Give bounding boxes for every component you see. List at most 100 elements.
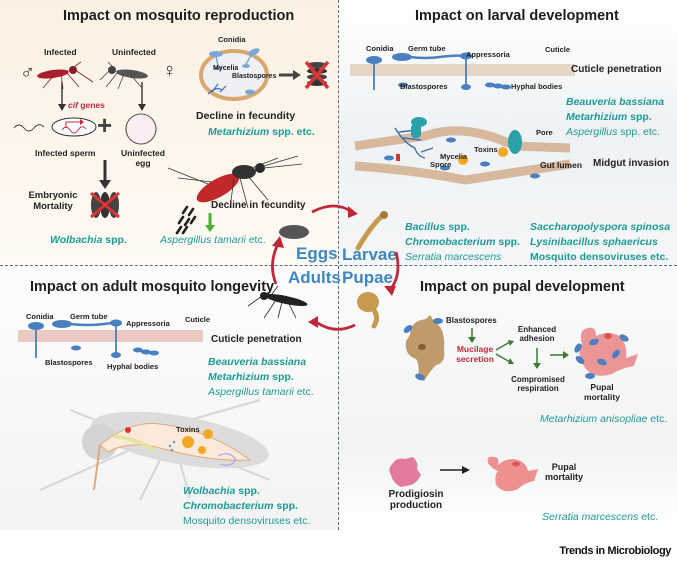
crossed-embryo-icon <box>90 191 120 219</box>
stage-pupae-label: Pupae <box>342 268 394 287</box>
adult-other-list: Wolbachia spp. Chromobacterium spp. Mosq… <box>183 484 310 529</box>
arrow-down-thick-icon <box>99 160 111 189</box>
cuticle-label: Cuticle <box>545 45 571 54</box>
pupa-icon <box>357 292 380 329</box>
dead-pupa-icon <box>574 327 638 379</box>
metarhizium-italic: Metarhizium anisopliae <box>540 413 648 425</box>
organism-rest: spp. etc. <box>617 126 660 138</box>
organism-rest: spp. <box>269 371 294 383</box>
organism-italic: Bacillus <box>405 221 446 233</box>
midgut-invasion-label: Midgut invasion <box>593 158 670 169</box>
green-arrow-down-icon <box>205 213 215 232</box>
compromised-respiration-label: Compromised respiration <box>506 375 570 393</box>
adults-to-eggs-arrow <box>271 243 280 285</box>
aspergillus-tamarii-label: Aspergillus tamarii etc. <box>160 233 266 248</box>
cuticle-penetration-label: Cuticle penetration <box>211 334 302 345</box>
blastospores-label: Blastospores <box>45 358 93 367</box>
midgut-invasion-diagram <box>354 117 571 185</box>
pore-label: Pore <box>536 128 553 137</box>
infected-label: Infected <box>44 47 77 57</box>
adult-mosquito-icon <box>247 285 308 319</box>
infected-male-mosquito-icon <box>37 61 94 90</box>
prodigiosin-line2: production <box>389 500 443 511</box>
metarhizium-rest: spp. etc. <box>269 126 315 138</box>
plus-sign: + <box>97 110 113 140</box>
organism-item: Metarhizium spp. <box>566 110 664 125</box>
quadrant-adult <box>0 265 338 530</box>
crossed-egg-raft-icon <box>304 60 330 90</box>
organism-italic: Metarhizium <box>208 371 270 383</box>
hyphal-bodies-label: Hyphal bodies <box>107 362 159 371</box>
organism-item: Mosquito densoviruses etc. <box>183 514 310 529</box>
stage-eggs-label: Eggs <box>296 244 338 263</box>
larva-icon <box>355 211 388 251</box>
organism-item: Beauveria bassiana <box>566 95 664 110</box>
mucilage-line1: Mucilage <box>456 344 494 354</box>
uninfected-egg-icon <box>125 113 157 145</box>
prodigiosin-production-label: Prodigiosin production <box>384 489 448 511</box>
quadrant-larval <box>338 0 677 265</box>
infected-sperm-icon <box>13 117 97 137</box>
larval-bacteria-list-right: Saccharopolyspora spinosa Lysinibacillus… <box>530 220 670 265</box>
organism-item: Bacillus spp. <box>405 220 520 235</box>
journal-footer: Trends in Microbiology <box>559 545 671 557</box>
organism-item: Aspergillus tamarii etc. <box>208 385 314 400</box>
egg-raft-icon <box>279 225 309 239</box>
appressoria-label: Appressoria <box>126 319 170 328</box>
organism-item: Beauveria bassiana <box>208 355 314 370</box>
green-arrow-right-icon <box>550 351 569 359</box>
mosquito-gut-diagram <box>39 399 271 501</box>
egg-label-line2: egg <box>135 158 151 168</box>
pupal-mortality-label-2: Pupal mortality <box>544 462 584 482</box>
organism-italic: Aspergillus <box>566 126 618 138</box>
larval-title: Impact on larval development <box>415 8 619 24</box>
organism-italic: Chromobacterium <box>405 236 496 248</box>
stage-larvae-label: Larvae <box>342 245 397 264</box>
arrow-down-icon <box>58 82 66 111</box>
green-arrow-down-icon <box>533 348 541 369</box>
mycelia-label: Mycelia <box>440 152 468 161</box>
conidia-label: Conidia <box>366 44 394 53</box>
serratia-rest: etc. <box>638 511 659 523</box>
adult-fungi-list: Beauveria bassiana Metarhizium spp. Aspe… <box>208 355 314 400</box>
toxins-label: Toxins <box>176 425 200 434</box>
spore-label: Spore <box>430 160 452 169</box>
organism-italic: Beauveria bassiana <box>208 356 307 368</box>
blastospores-label: Blastospores <box>232 73 277 80</box>
organism-italic: Serratia marcescens <box>405 251 502 263</box>
conidia-label: Conidia <box>26 312 54 321</box>
aspergillus-rest: etc. <box>245 234 266 246</box>
adult-title: Impact on adult mosquito longevity <box>30 279 275 295</box>
prodigiosin-line1: Prodigiosin <box>388 489 444 500</box>
organism-italic: Saccharopolyspora spinosa <box>530 221 671 233</box>
larval-fungi-list: Beauveria bassiana Metarhizium spp. Aspe… <box>566 95 664 140</box>
compromised-line1: Compromised <box>511 375 565 384</box>
mucilage-secretion-label: Mucilage secretion <box>455 344 495 364</box>
organism-italic: Chromobacterium <box>183 500 274 512</box>
metarhizium-anisopliae-label: Metarhizium anisopliae etc. <box>540 412 667 427</box>
organism-item: Serratia marcescens <box>405 250 520 265</box>
male-symbol-icon: ♂ <box>20 62 35 84</box>
serratia-italic: Serratia marcescens <box>542 511 639 523</box>
organism-item: Saccharopolyspora spinosa <box>530 220 670 235</box>
mycelia-label: Mycelia <box>213 65 239 72</box>
wolbachia-rest: spp. <box>102 234 127 246</box>
serratia-marcescens-label: Serratia marcescens etc. <box>542 510 658 525</box>
organism-italic: Beauveria bassiana <box>566 96 665 108</box>
organism-item: Lysinibacillus sphaericus <box>530 235 670 250</box>
germ-tube-label: Germ tube <box>408 44 446 53</box>
stage-adults-label: Adults <box>288 268 341 287</box>
prodigiosin-cell-icon <box>389 457 421 487</box>
arrow-right-icon <box>440 466 470 474</box>
larval-bacteria-list-left: Bacillus spp. Chromobacterium spp. Serra… <box>405 220 520 265</box>
egg-label-line1: Uninfected <box>121 148 165 158</box>
gut-lumen-label: Gut lumen <box>540 160 583 170</box>
cuticle-penetration-label: Cuticle penetration <box>571 64 662 75</box>
pupal-mortality-label: Pupal mortality <box>582 382 622 402</box>
larvae-to-pupae-arrow <box>388 251 400 291</box>
pupal-mortality-line1: Pupal <box>590 382 614 392</box>
wolbachia-label: Wolbachia spp. <box>50 233 127 248</box>
arrow-down-icon <box>138 82 146 111</box>
decline-in-fecundity-label-2: Decline in fecundity <box>211 200 306 211</box>
